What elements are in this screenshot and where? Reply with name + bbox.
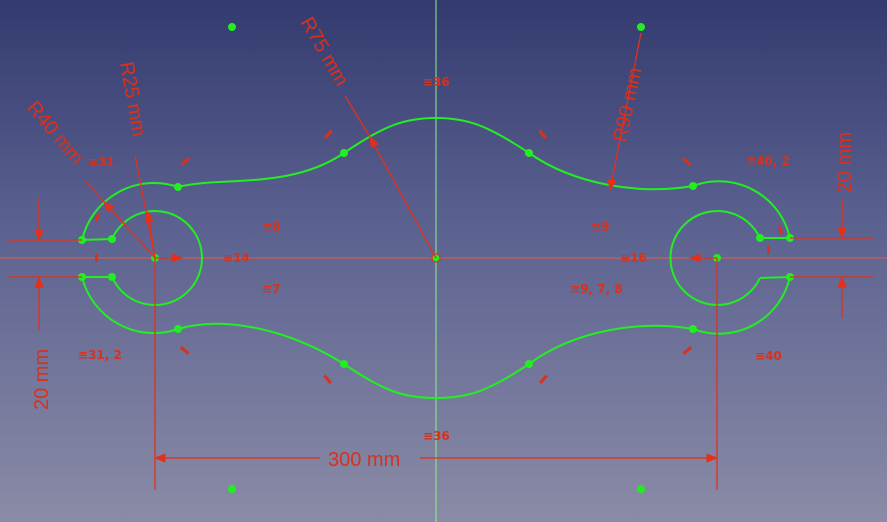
svg-text:≡40, 2: ≡40, 2 (746, 154, 790, 168)
dimension-left-height-label: 20 mm (31, 349, 53, 410)
tangent-constraint-marks (94, 129, 784, 385)
constraint-labels: ≡36 ≡36 ≡31 ≡31, 2 ≡40, 2 ≡40 ≡8 ≡9 ≡14 … (78, 75, 790, 443)
dimension-r90[interactable]: R90 mm (607, 32, 647, 192)
svg-text:≡36: ≡36 (423, 429, 450, 443)
dimension-left-height[interactable]: 20 mm (8, 197, 82, 410)
svg-text:≡31, 2: ≡31, 2 (78, 348, 122, 362)
construction-point[interactable] (637, 485, 645, 493)
dimension-r40-label: R40 mm (22, 97, 87, 169)
origin-point[interactable] (431, 253, 441, 263)
dimension-width[interactable]: 300 mm (153, 258, 719, 490)
dimension-r25-label: R25 mm (115, 60, 150, 138)
svg-text:≡40: ≡40 (755, 349, 782, 363)
dimension-r25[interactable]: R25 mm (115, 60, 156, 259)
svg-text:≡16: ≡16 (620, 251, 647, 265)
construction-point[interactable] (228, 23, 236, 31)
svg-text:≡7: ≡7 (262, 282, 280, 296)
dimension-width-label: 300 mm (328, 449, 400, 471)
construction-point[interactable] (637, 23, 645, 31)
dimension-r75[interactable]: R75 mm (296, 14, 437, 259)
svg-text:≡8: ≡8 (262, 220, 280, 234)
svg-text:≡9, 7, 8: ≡9, 7, 8 (570, 282, 623, 296)
dimension-r75-label: R75 mm (296, 14, 353, 90)
svg-text:≡9: ≡9 (591, 220, 609, 234)
construction-point[interactable] (228, 485, 236, 493)
dimension-r90-label: R90 mm (609, 66, 646, 145)
svg-text:≡31: ≡31 (88, 155, 115, 169)
dimension-right-height[interactable]: 20 mm (790, 132, 874, 318)
svg-text:≡36: ≡36 (423, 75, 450, 89)
svg-text:≡14: ≡14 (223, 251, 250, 265)
dimension-right-height-label: 20 mm (834, 132, 856, 193)
sketch-outline[interactable] (81, 116, 791, 400)
